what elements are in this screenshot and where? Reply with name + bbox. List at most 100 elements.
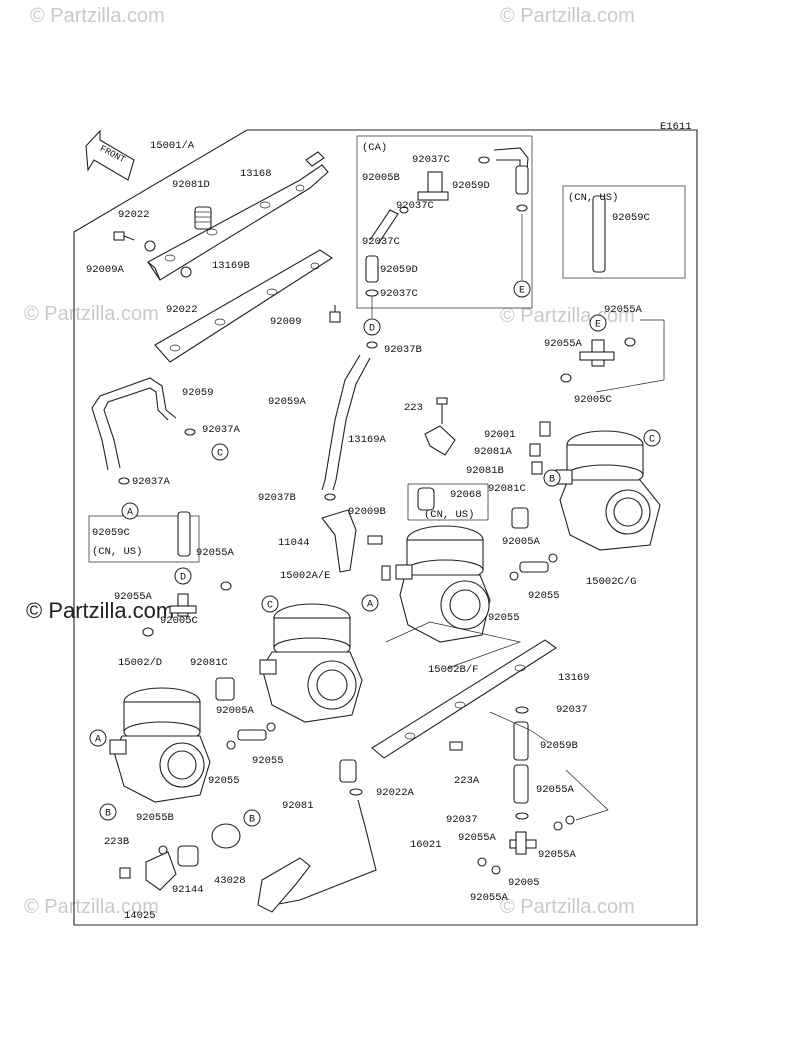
part-label-92055a[interactable]: 92055A [544,338,583,350]
part-label-43028[interactable]: 43028 [214,875,246,887]
part-label-92055[interactable]: 92055 [208,775,240,787]
callout-letter: A [95,735,101,746]
part-label-13169[interactable]: 13169 [558,672,590,684]
part-label-92037c[interactable]: 92037C [380,288,418,300]
part-label-92037c[interactable]: 92037C [396,200,434,212]
spring-92144 [177,845,199,867]
part-label-cnus[interactable]: (CN, US) [568,192,618,204]
diaphragm-43028 [211,823,241,849]
part-label-92055[interactable]: 92055 [252,755,284,767]
part-label-92037[interactable]: 92037 [446,814,478,826]
part-label-92081a[interactable]: 92081A [474,446,513,458]
screw-92001 [539,421,551,437]
part-label-15001a[interactable]: 15001/A [150,140,195,152]
callout-e: E [589,314,607,332]
part-label-16021[interactable]: 16021 [410,839,442,851]
part-label-92081d[interactable]: 92081D [172,179,210,191]
hose-92059c-left [177,511,191,557]
part-label-92059[interactable]: 92059 [182,387,214,399]
part-label-ca[interactable]: (CA) [362,142,387,154]
callout-letter: C [267,601,273,612]
part-label-92081c[interactable]: 92081C [488,483,526,495]
part-label-92055[interactable]: 92055 [528,590,560,602]
hose-92059c-right [592,195,606,273]
part-label-92059c[interactable]: 92059C [92,527,130,539]
part-label-cnus[interactable]: (CN, US) [424,509,474,521]
part-label-92055a[interactable]: 92055A [604,304,643,316]
part-label-cnus[interactable]: (CN, US) [92,546,142,558]
part-label-92059d[interactable]: 92059D [380,264,418,276]
holder-plate-13168 [147,151,329,281]
part-label-92055a[interactable]: 92055A [114,591,153,603]
part-label-92037b[interactable]: 92037B [384,344,422,356]
part-label-92059c[interactable]: 92059C [612,212,650,224]
hose-92059d-right [515,165,529,195]
ca-variant-box [356,135,533,309]
oring-92055a-center [220,581,232,591]
throttle-cable-16021 [267,799,377,907]
part-label-92005a[interactable]: 92005A [216,705,255,717]
part-label-15002cg[interactable]: 15002C/G [586,576,636,588]
carburetor-15002b-f [395,525,491,643]
part-label-92009a[interactable]: 92009A [86,264,125,276]
part-label-92005b[interactable]: 92005B [362,172,400,184]
part-label-92037[interactable]: 92037 [556,704,588,716]
part-label-92081[interactable]: 92081 [282,800,314,812]
part-label-92055[interactable]: 92055 [488,612,520,624]
hose-bend-small [369,209,399,245]
part-label-92059a[interactable]: 92059A [268,396,307,408]
part-label-11044[interactable]: 11044 [278,537,310,549]
part-label-92037b[interactable]: 92037B [258,492,296,504]
part-label-92022a[interactable]: 92022A [376,787,415,799]
part-label-13169b[interactable]: 13169B [212,260,250,272]
part-label-92059b[interactable]: 92059B [540,740,578,752]
part-label-92055a[interactable]: 92055A [458,832,497,844]
washer-92022a [349,788,363,796]
bracket-11044 [321,509,357,573]
part-label-92005c[interactable]: 92005C [160,615,198,627]
part-label-92081c[interactable]: 92081C [190,657,228,669]
nut-92022-lower [180,266,192,278]
carburetor-15002c-g [555,430,661,551]
part-label-92005c[interactable]: 92005C [574,394,612,406]
part-label-92059d[interactable]: 92059D [452,180,490,192]
part-label-92055a[interactable]: 92055A [470,892,509,904]
screw-92009a [113,231,135,241]
part-label-92055a[interactable]: 92055A [196,547,235,559]
fitting-92005c-left [169,593,197,617]
part-label-15002ae[interactable]: 15002A/E [280,570,330,582]
part-label-92081b[interactable]: 92081B [466,465,504,477]
part-label-13169a[interactable]: 13169A [348,434,387,446]
part-label-15002d[interactable]: 15002/D [118,657,162,669]
part-label-223a[interactable]: 223A [454,775,480,787]
part-label-92055b[interactable]: 92055B [136,812,174,824]
part-label-92022[interactable]: 92022 [118,209,150,221]
callout-letter: E [519,286,525,297]
part-label-92001[interactable]: 92001 [484,429,516,441]
part-label-223b[interactable]: 223B [104,836,129,848]
part-label-13168[interactable]: 13168 [240,168,272,180]
screw-92009 [329,305,341,323]
part-label-92037c[interactable]: 92037C [412,154,450,166]
part-label-92037c[interactable]: 92037C [362,236,400,248]
part-label-92055a[interactable]: 92055A [536,784,575,796]
part-label-92037a[interactable]: 92037A [132,476,171,488]
part-label-223[interactable]: 223 [404,402,423,414]
part-label-92055a[interactable]: 92055A [538,849,577,861]
part-label-14025[interactable]: 14025 [124,910,156,922]
part-label-92068[interactable]: 92068 [450,489,482,501]
part-label-92005a[interactable]: 92005A [502,536,541,548]
hose-92059 [91,377,177,471]
part-label-15002bf[interactable]: 15002B/F [428,664,478,676]
part-label-92144[interactable]: 92144 [172,884,204,896]
watermark-text: © Partzilla.com [24,303,159,325]
part-label-92022[interactable]: 92022 [166,304,198,316]
part-label-92009[interactable]: 92009 [270,316,302,328]
spring-92081c-right [511,507,529,529]
part-label-92037a[interactable]: 92037A [202,424,241,436]
hose-92059a [321,354,361,491]
part-label-92005[interactable]: 92005 [508,877,540,889]
part-label-92009b[interactable]: 92009B [348,506,386,518]
